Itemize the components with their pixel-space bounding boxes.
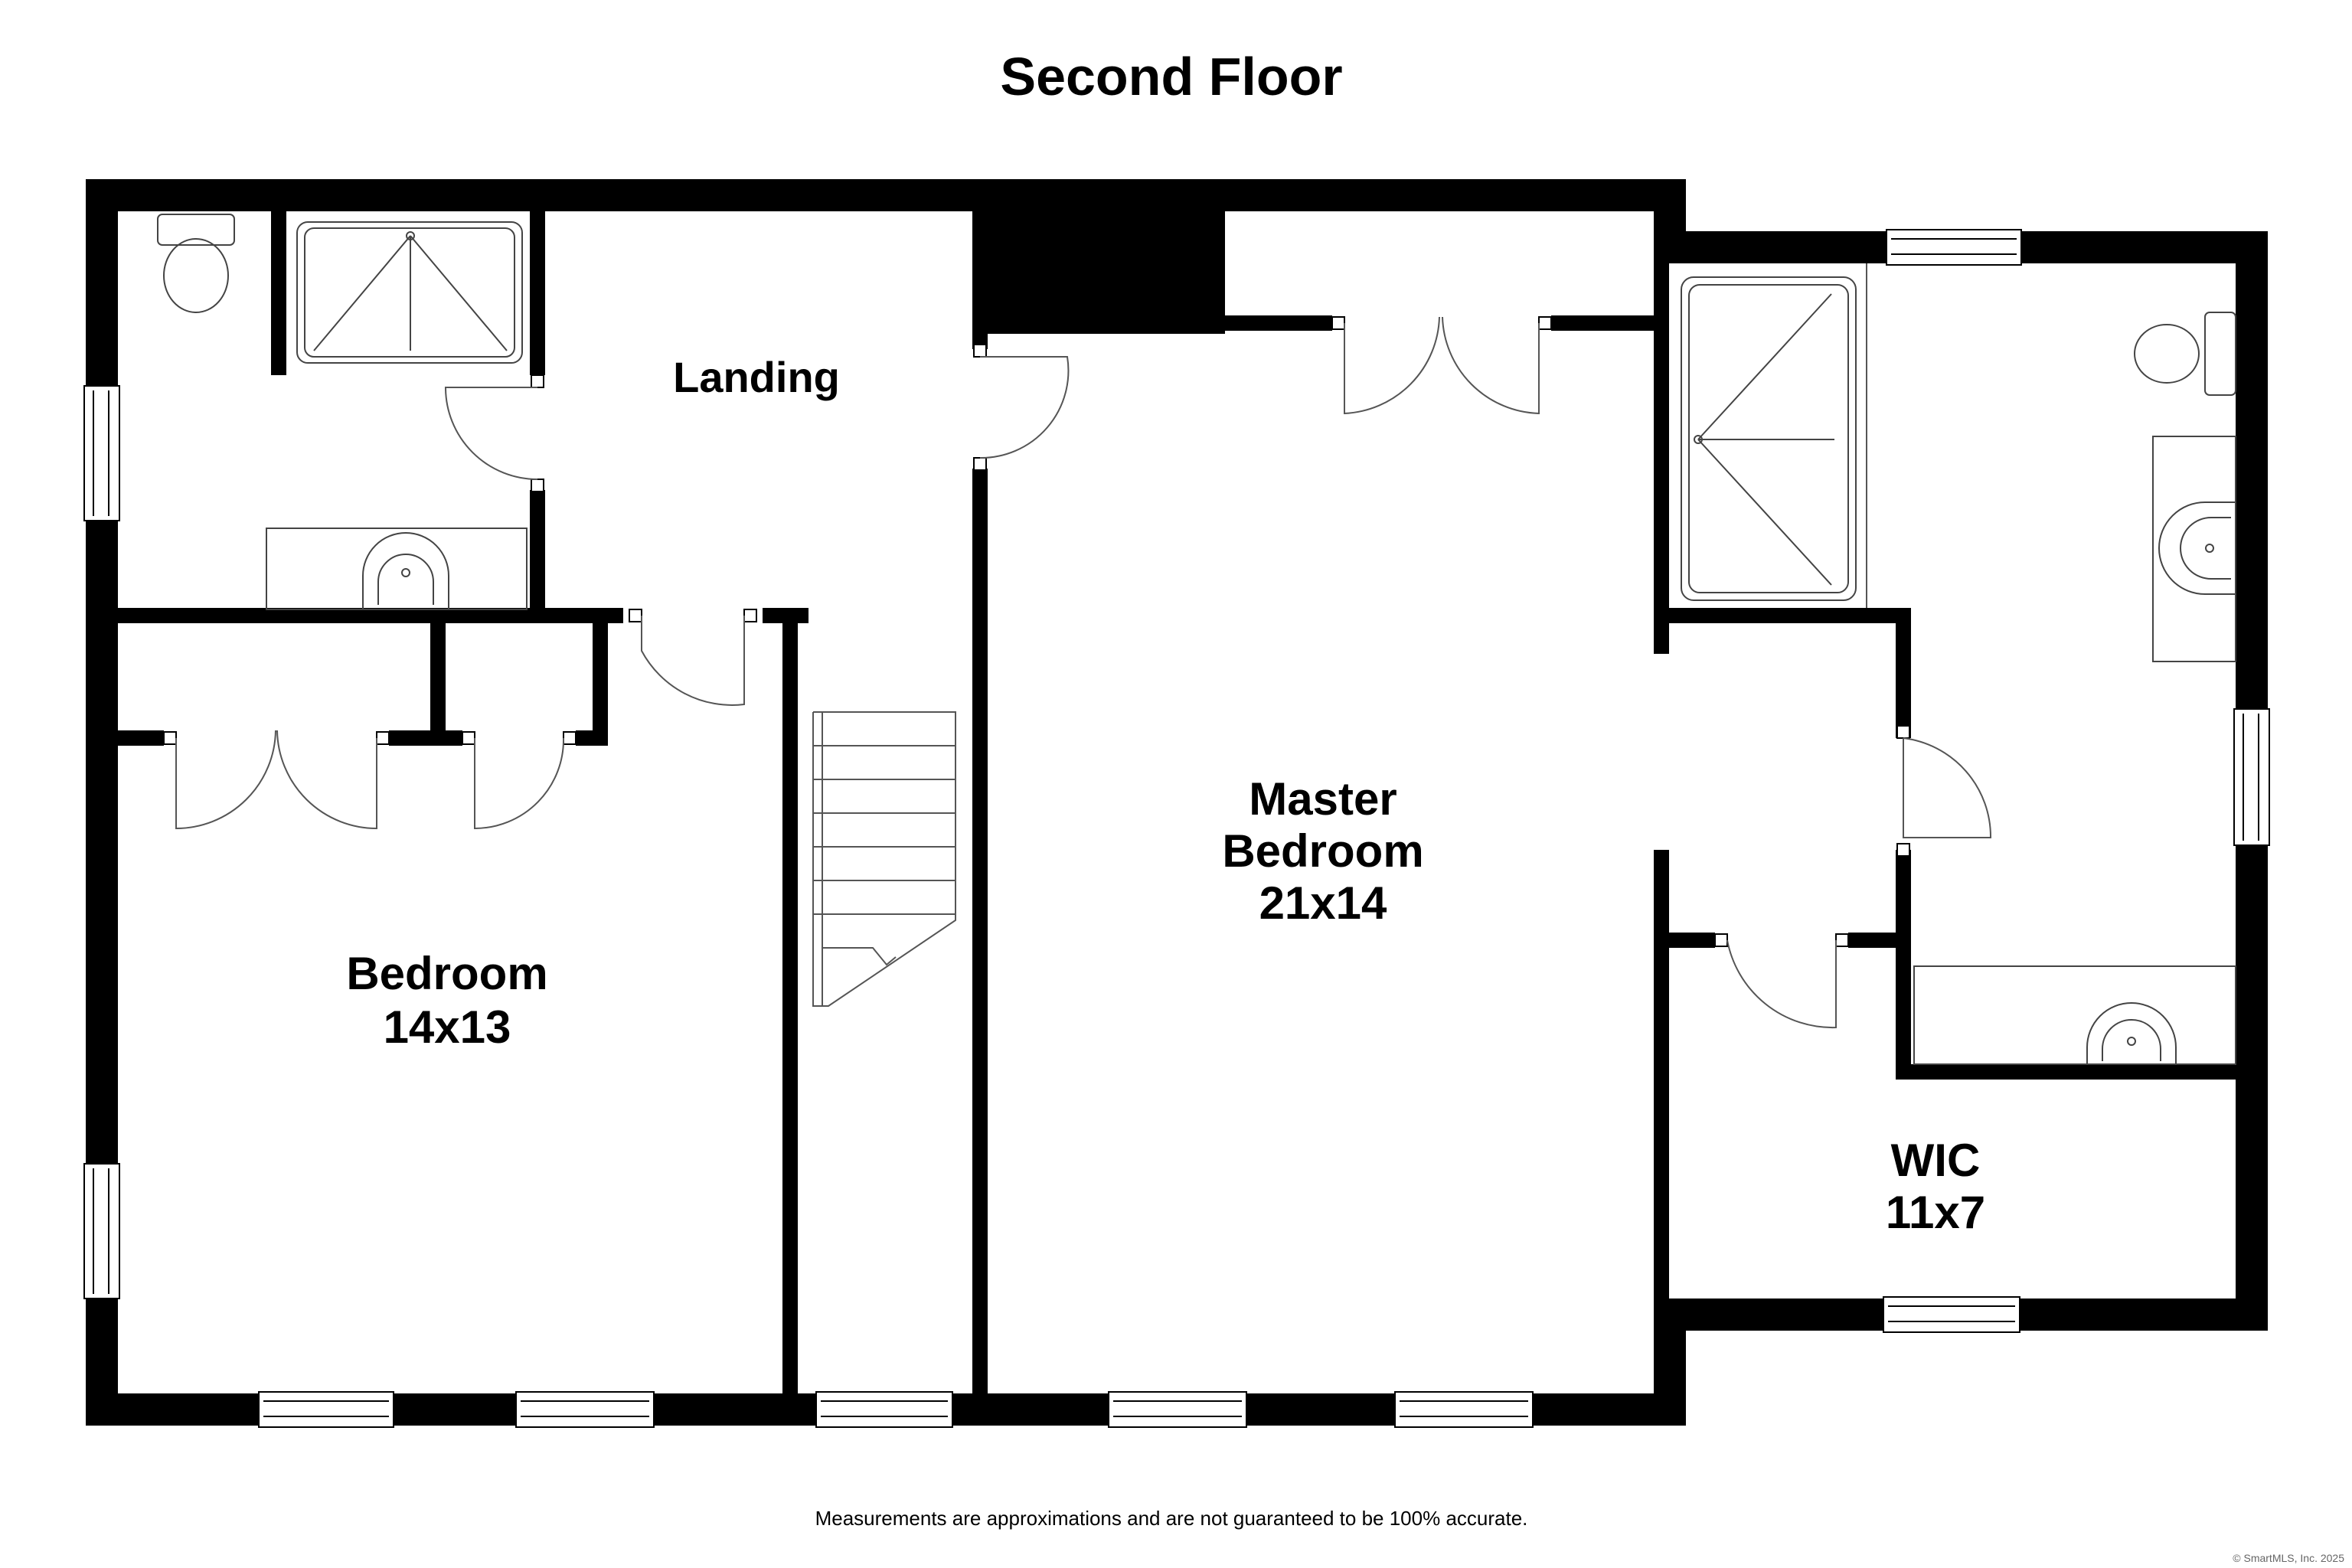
master-shower-icon	[1681, 276, 1857, 601]
exterior-walls	[86, 179, 2268, 1426]
room-label-bedroom: Bedroom	[346, 948, 547, 999]
room-label-master-line1: Master	[1249, 773, 1396, 825]
door-jambs	[163, 316, 1910, 947]
interior-walls	[118, 211, 2236, 1393]
copyright-text: © SmartMLS, Inc. 2025	[2233, 1552, 2344, 1564]
plan-title: Second Floor	[1000, 47, 1342, 106]
door-swings	[175, 316, 1992, 1029]
staircase	[812, 711, 956, 1007]
master-sink-2-icon	[1913, 965, 2236, 1065]
toilet-icon	[157, 214, 235, 313]
room-size-bedroom: 14x13	[384, 1001, 511, 1053]
room-label-wic: WIC	[1891, 1135, 1981, 1186]
room-label-master-line2: Bedroom	[1222, 825, 1423, 877]
master-toilet-icon	[2134, 312, 2236, 396]
room-size-wic: 11x7	[1886, 1187, 1985, 1238]
windows	[83, 229, 2270, 1428]
disclaimer-text: Measurements are approximations and are …	[815, 1507, 1528, 1530]
sink-icon	[266, 528, 528, 610]
room-label-landing: Landing	[673, 353, 840, 401]
shower-icon	[296, 221, 523, 364]
room-size-master: 21x14	[1259, 877, 1387, 929]
master-sink-icon	[2152, 436, 2236, 662]
